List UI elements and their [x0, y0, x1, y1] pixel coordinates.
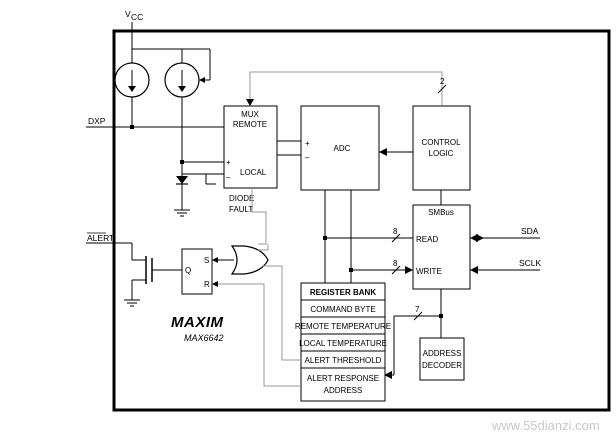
address-decoder-line1: ADDRESS: [423, 349, 462, 358]
diode-icon: [176, 176, 188, 184]
control-bus-width: 2: [440, 77, 445, 86]
address-bus-width: 7: [415, 305, 420, 314]
sclk-label: SCLK: [519, 258, 542, 268]
vcc-subscript: CC: [131, 12, 143, 22]
latch-q: Q: [185, 266, 191, 275]
control-logic-line2: LOGIC: [429, 149, 454, 158]
address-decoder-block: [419, 337, 465, 381]
latch-s: S: [204, 256, 209, 265]
register-row: COMMAND BYTE: [310, 305, 375, 314]
mux-plus: +: [226, 158, 231, 167]
mux-minus: –: [226, 173, 231, 182]
part-number: MAX6642: [184, 333, 224, 343]
control-logic-block: [412, 105, 471, 191]
adc-label: ADC: [334, 144, 351, 153]
mux-remote-label: REMOTE: [233, 120, 267, 129]
dxp-label: DXP: [88, 116, 106, 126]
register-row: ALERT THRESHOLD: [305, 356, 382, 365]
mux-local-label: LOCAL: [240, 168, 267, 177]
watermark: www.55dianzi.com: [491, 418, 600, 433]
register-row: REMOTE TEMPERATURE: [295, 322, 391, 331]
mux-block: [223, 105, 278, 189]
sr-latch: [181, 248, 213, 295]
address-decoder-line2: DECODER: [422, 361, 462, 370]
write-bus-width: 8: [393, 259, 398, 268]
register-row-alert-response: ALERT RESPONSE: [307, 374, 379, 383]
or-gate-icon: [230, 245, 269, 275]
chip-outline: [112, 29, 611, 412]
register-row-address: ADDRESS: [324, 386, 363, 395]
maxim-logo: MAXIM: [171, 314, 224, 331]
alert-label: ALERT: [87, 233, 114, 243]
smbus-title: SMBus: [428, 208, 454, 217]
smbus-read: READ: [416, 235, 438, 244]
control-feedback-line: [249, 71, 443, 106]
smbus-block: [412, 204, 471, 290]
threshold-line: [262, 265, 301, 361]
reset-line: [218, 283, 301, 387]
register-row: LOCAL TEMPERATURE: [299, 339, 387, 348]
diode-fault-line1: DIODE: [229, 194, 254, 203]
smbus-write: WRITE: [416, 267, 442, 276]
fault-line: [251, 188, 267, 245]
diode-fault-line2: FAULT: [229, 205, 253, 214]
adc-plus: +: [305, 139, 310, 148]
vcc-label: V: [125, 9, 131, 19]
read-bus-width: 8: [393, 227, 398, 236]
register-bank-title: REGISTER BANK: [310, 288, 376, 297]
mux-label: MUX: [241, 110, 259, 119]
register-bank: [300, 282, 386, 402]
adc-block: [300, 105, 380, 191]
adc-minus: –: [305, 153, 310, 162]
latch-r: R: [204, 280, 210, 289]
control-logic-line1: CONTROL: [421, 138, 461, 147]
sda-label: SDA: [521, 226, 539, 236]
